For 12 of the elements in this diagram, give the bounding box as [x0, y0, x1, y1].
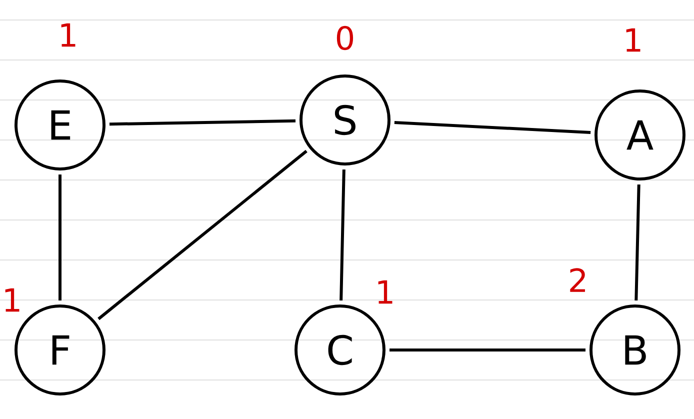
edge-line	[340, 169, 346, 301]
edge-line	[98, 150, 308, 320]
distance-label: 1	[626, 28, 640, 52]
edge-line	[390, 348, 586, 352]
distance-label: 2	[570, 268, 585, 292]
edge-line	[58, 174, 62, 300]
distance-label: 1	[378, 280, 392, 304]
distance-label: 1	[61, 23, 76, 47]
edge-line	[109, 119, 296, 126]
distance-label: 0	[336, 26, 354, 50]
edge-line	[634, 184, 640, 301]
edge-line	[394, 121, 591, 134]
